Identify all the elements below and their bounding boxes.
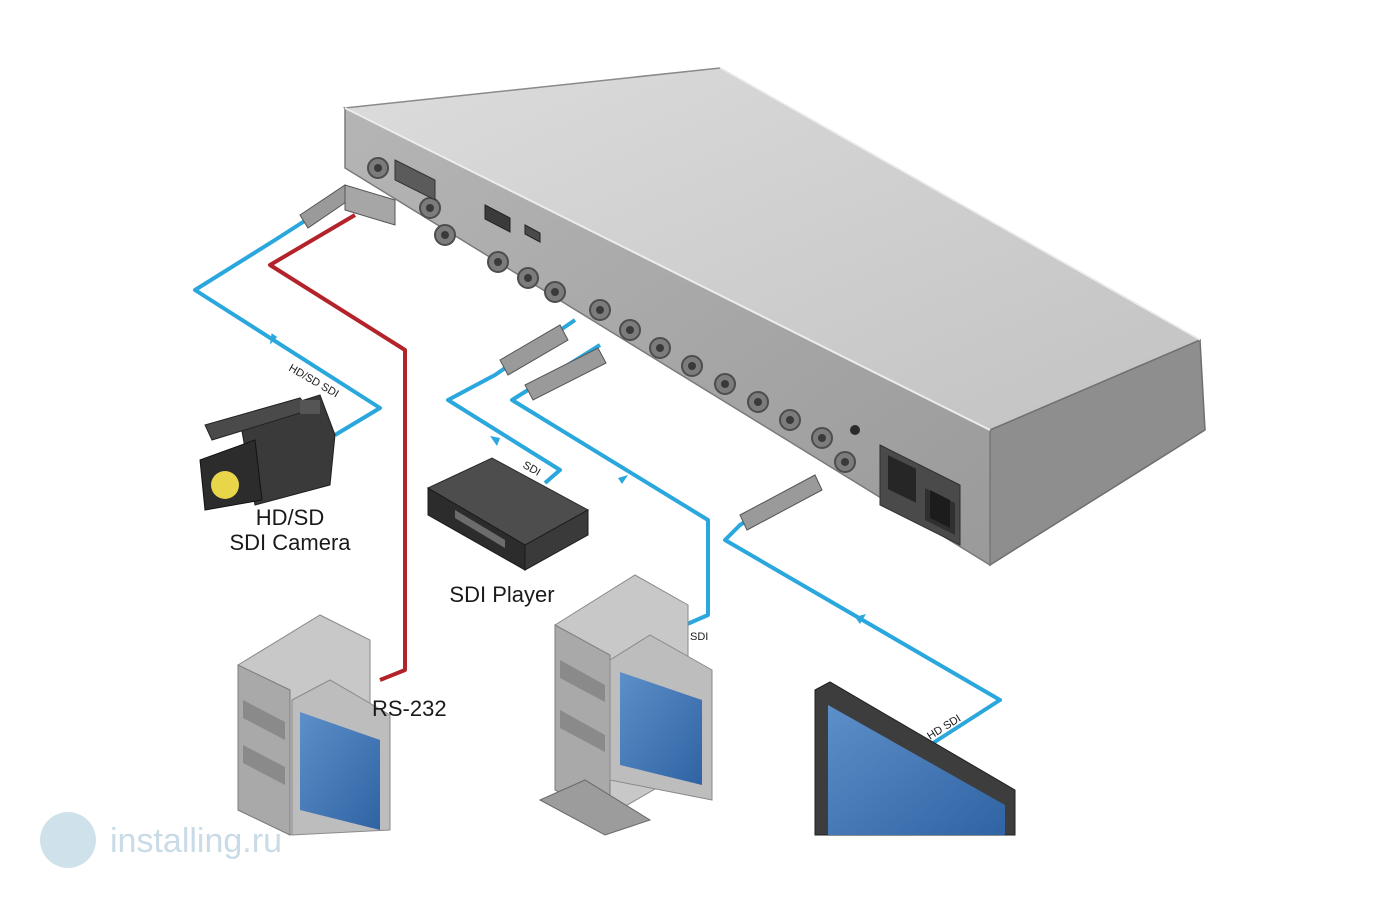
label-rs232: RS-232 [372, 696, 447, 721]
rs232-port [394, 159, 436, 201]
bnc-plug [524, 347, 607, 401]
bnc-connector [544, 281, 566, 303]
bnc-connector [649, 337, 671, 359]
bnc-plug [499, 324, 569, 376]
watermark: installing.ru [40, 812, 282, 868]
watermark-logo-icon [40, 812, 96, 868]
bnc-connector [714, 373, 736, 395]
bnc-connector [811, 427, 833, 449]
sdi-camera [199, 394, 336, 511]
label-cable-pc: SDI [690, 631, 708, 643]
bnc-connector [747, 391, 769, 413]
bnc-connector [619, 319, 641, 341]
switcher-unit [342, 67, 1206, 567]
bnc-connector [779, 409, 801, 431]
bnc-connector [487, 251, 509, 273]
label-sdi-player: SDI Player [449, 582, 554, 607]
led-indicator [850, 425, 860, 435]
bnc-connector [434, 224, 456, 246]
pc-rs232 [237, 614, 391, 836]
bnc-connector [589, 299, 611, 321]
watermark-text: installing.ru [110, 822, 282, 860]
sdi-player [426, 457, 590, 571]
pc-sdi [538, 574, 713, 836]
power-switch [930, 490, 950, 528]
bnc-connector [834, 451, 856, 473]
cable-rs232 [268, 213, 407, 682]
label-camera-line2: SDI Camera [229, 530, 351, 555]
bnc-connector [419, 197, 441, 219]
ethernet-port [484, 204, 511, 233]
hd-monitor [814, 681, 1016, 836]
bnc-plug [739, 474, 823, 531]
label-camera-line1: HD/SD [256, 505, 324, 530]
bnc-connector [517, 267, 539, 289]
usb-port [524, 224, 541, 243]
bnc-connector [681, 355, 703, 377]
db9-plug [344, 184, 396, 226]
cable-camera-sdi [193, 193, 382, 437]
bnc-connector [367, 157, 389, 179]
